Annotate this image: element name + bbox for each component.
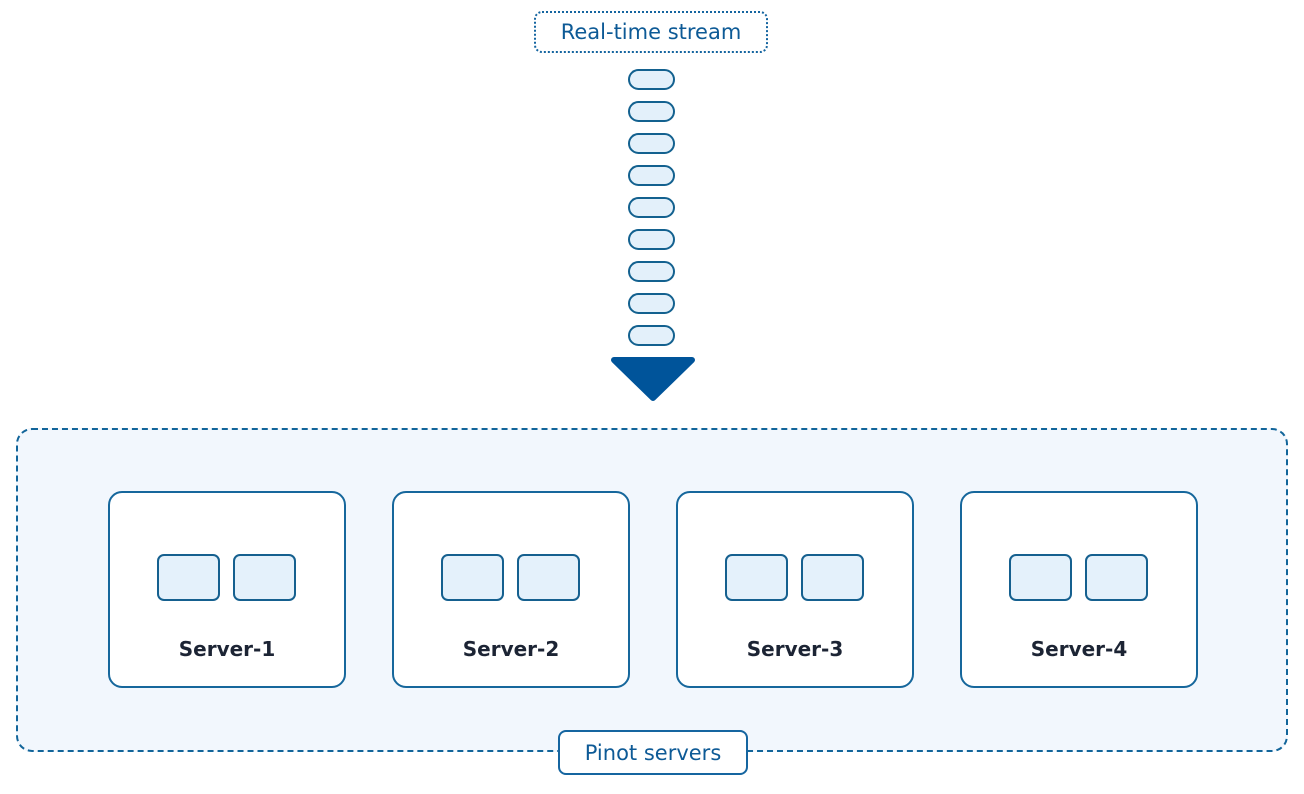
segment	[517, 554, 580, 601]
server-box: Server-2	[392, 491, 630, 688]
server-label: Server-4	[1030, 637, 1128, 661]
stream-message	[628, 197, 675, 218]
server-label: Server-3	[746, 637, 844, 661]
segment	[1009, 554, 1072, 601]
segment	[725, 554, 788, 601]
segment	[233, 554, 296, 601]
server-label: Server-1	[178, 637, 276, 661]
server-box: Server-4	[960, 491, 1198, 688]
cluster-label: Pinot servers	[558, 730, 748, 775]
stream-message	[628, 261, 675, 282]
stream-message	[628, 325, 675, 346]
stream-message	[628, 133, 675, 154]
stream-label: Real-time stream	[534, 11, 768, 53]
stream-message	[628, 165, 675, 186]
segment	[1085, 554, 1148, 601]
server-box: Server-1	[108, 491, 346, 688]
server-box: Server-3	[676, 491, 914, 688]
down-arrow-icon	[611, 357, 695, 401]
stream-message	[628, 101, 675, 122]
server-label: Server-2	[462, 637, 560, 661]
segment	[801, 554, 864, 601]
segment	[441, 554, 504, 601]
stream-message	[628, 293, 675, 314]
segment	[157, 554, 220, 601]
stream-message	[628, 69, 675, 90]
stream-message	[628, 229, 675, 250]
